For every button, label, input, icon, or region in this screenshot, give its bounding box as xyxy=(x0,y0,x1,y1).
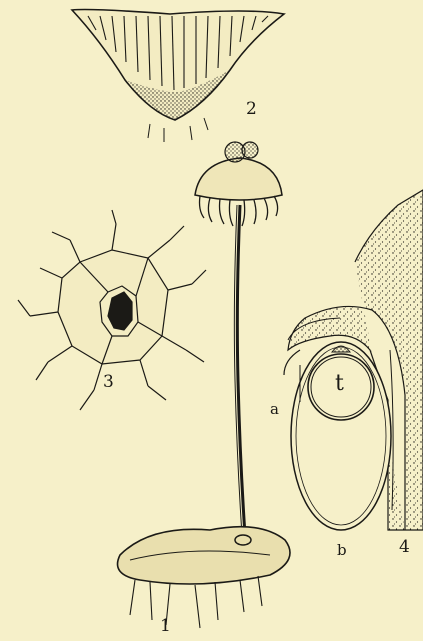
label-a: a xyxy=(270,402,279,417)
label-t: t xyxy=(335,373,344,395)
fig4-section xyxy=(284,190,423,530)
figure-label-4: 4 xyxy=(399,539,410,556)
figure-label-3: 3 xyxy=(103,374,114,391)
fig1-plant xyxy=(118,142,291,628)
label-b: b xyxy=(337,543,347,558)
figure-label-2: 2 xyxy=(246,101,257,118)
fig2-receptacle-section xyxy=(72,10,284,143)
figure-label-1: 1 xyxy=(160,618,171,635)
